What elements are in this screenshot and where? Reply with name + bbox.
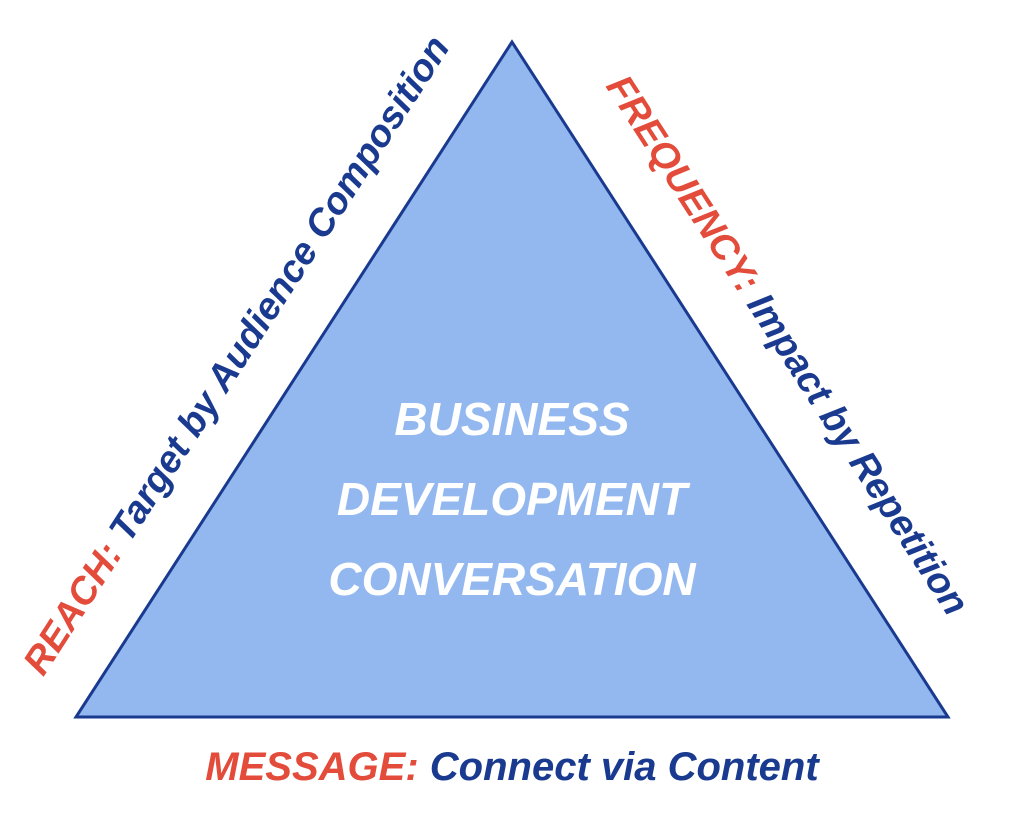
center-line-1: BUSINESS: [394, 393, 629, 445]
message-keyword: MESSAGE:: [205, 745, 418, 789]
center-line-2: DEVELOPMENT: [337, 473, 691, 525]
center-line-3: CONVERSATION: [328, 553, 696, 605]
message-label: MESSAGE: Connect via Content: [205, 745, 820, 789]
svg-text:MESSAGE: Connect via Content: MESSAGE: Connect via Content: [205, 745, 820, 789]
message-description: Connect via Content: [419, 745, 821, 789]
triangle-shape: [73, 39, 951, 719]
center-title: BUSINESS DEVELOPMENT CONVERSATION: [328, 393, 696, 605]
